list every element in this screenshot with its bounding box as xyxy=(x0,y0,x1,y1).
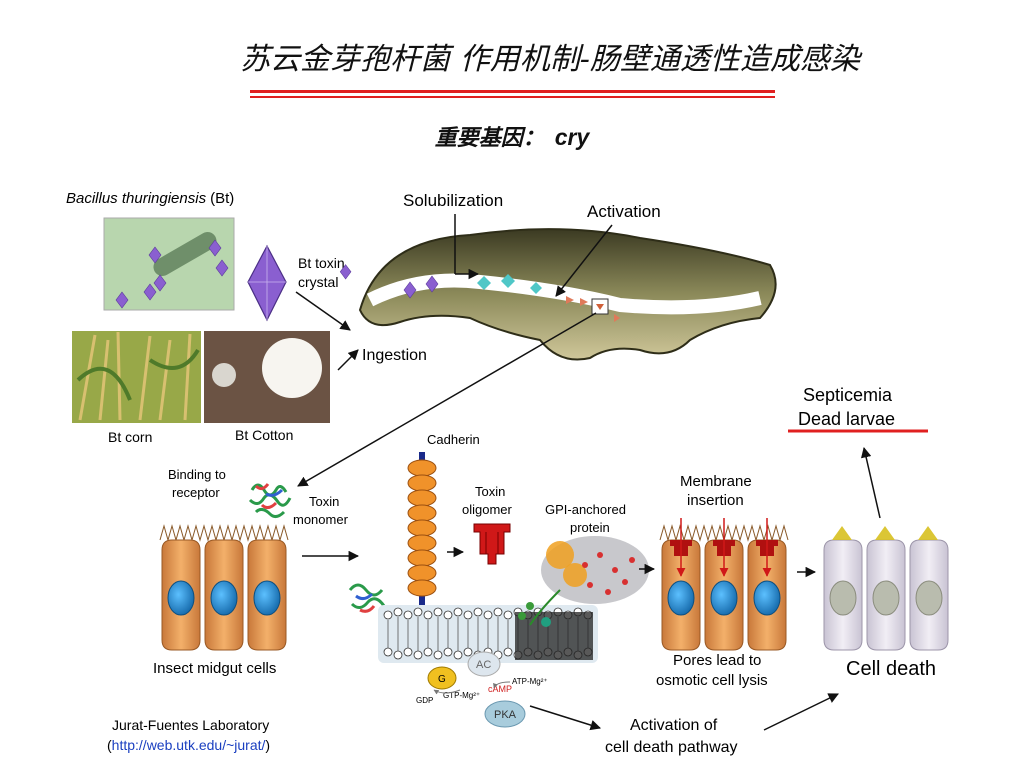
bt-toxin-label-line2: crystal xyxy=(298,274,338,290)
dead-cell xyxy=(866,539,906,651)
toxin-oligomer-label-line2: oligomer xyxy=(462,502,513,517)
septicemia-label-group: Septicemia Dead larvae xyxy=(788,385,928,519)
membrane-insertion-label-line1: Membrane xyxy=(680,473,752,490)
solubilization-label: Solubilization xyxy=(403,191,503,210)
gpi-label-line1: GPI-anchored xyxy=(545,502,626,517)
title-underline xyxy=(250,90,775,98)
toxin-oligomer-icon: Toxin oligomer xyxy=(462,484,513,565)
cotton-boll xyxy=(262,338,322,398)
subtitle-label: 重要基因： xyxy=(434,125,545,151)
binding-label-line1: Binding to xyxy=(168,467,226,482)
toxin-oligomer-label-line1: Toxin xyxy=(475,484,505,499)
bt-source-panel: Bacillus thuringiensis(Bt) Bt toxin crys… xyxy=(66,190,427,445)
pathway-label-line1: Activation of xyxy=(630,717,718,734)
subtitle-gene: cry xyxy=(554,124,590,150)
gtp-label: GTP-Mg²⁺ xyxy=(443,691,480,700)
binding-label-line2: receptor xyxy=(172,485,220,500)
dead-cell xyxy=(909,539,949,651)
bt-toxin-label-line1: Bt toxin xyxy=(298,255,345,271)
receptor-binding-group: Binding to receptor Toxin monomer Insect… xyxy=(153,467,360,677)
septicemia-label: Septicemia xyxy=(803,385,893,405)
bt-corn-label: Bt corn xyxy=(108,429,152,445)
camp-label: cAMP xyxy=(488,684,512,694)
pka-label: PKA xyxy=(494,709,517,721)
gpi-anchored-protein-icon xyxy=(518,536,649,627)
membrane-signaling-group: Cadherin xyxy=(348,432,656,731)
slide-title: 苏云金芽孢杆菌 作用机制-肠壁通透性造成感染 xyxy=(240,42,860,77)
slide-subtitle: 重要基因： cry xyxy=(0,120,1024,152)
gpi-label-line2: protein xyxy=(570,520,610,535)
arrow-to-receptor xyxy=(297,312,597,487)
larva-gut: Solubilization Activation xyxy=(297,191,777,487)
lab-credit: Jurat-Fuentes Laboratory (http://web.utk… xyxy=(107,717,270,753)
ingestion-label: Ingestion xyxy=(362,347,427,364)
pathway-group: Activation of cell death pathway xyxy=(605,693,839,756)
cadherin-label: Cadherin xyxy=(427,432,480,447)
bt-corn-photo xyxy=(72,331,201,423)
cell-death-group: Cell death xyxy=(823,526,949,680)
toxin-monomer-label-line1: Toxin xyxy=(309,494,339,509)
atp-label: ATP-Mg²⁺ xyxy=(512,677,548,686)
lab-name: Jurat-Fuentes Laboratory xyxy=(112,717,269,733)
activation-label: Activation xyxy=(587,202,661,221)
insect-midgut-cells xyxy=(159,524,289,651)
membrane-insertion-group: Membrane insertion Pores lead to osmotic… xyxy=(656,473,817,689)
cadherin-receptor xyxy=(407,452,437,632)
insect-cells-label: Insect midgut cells xyxy=(153,660,276,677)
dead-cell xyxy=(823,539,863,651)
bacterium-cell xyxy=(153,232,217,276)
toxin-monomer-label-line2: monomer xyxy=(293,512,349,527)
pores-label-line2: osmotic cell lysis xyxy=(656,672,768,689)
toxin-molecule-icon xyxy=(248,483,292,519)
ac-label: AC xyxy=(476,659,491,671)
ac-signaling-components: AC G GDP GTP-Mg²⁺ ATP-Mg²⁺ cAMP PKA xyxy=(416,651,602,731)
membrane-insertion-label-line2: insertion xyxy=(687,492,744,509)
gdp-label: GDP xyxy=(416,696,433,705)
bound-toxin-icon xyxy=(348,583,386,613)
bt-cotton-label: Bt Cotton xyxy=(235,427,293,443)
g-protein-label: G xyxy=(438,674,446,685)
lab-url-line: (http://web.utk.edu/~jurat/) xyxy=(107,737,270,753)
dead-larvae-label: Dead larvae xyxy=(798,409,895,429)
bt-species-label: Bacillus thuringiensis(Bt) xyxy=(66,190,234,207)
pathway-label-line2: cell death pathway xyxy=(605,739,738,756)
cell-death-label: Cell death xyxy=(846,658,936,680)
pores-label-line1: Pores lead to xyxy=(673,652,761,669)
arrow-to-ingestion xyxy=(295,291,351,331)
